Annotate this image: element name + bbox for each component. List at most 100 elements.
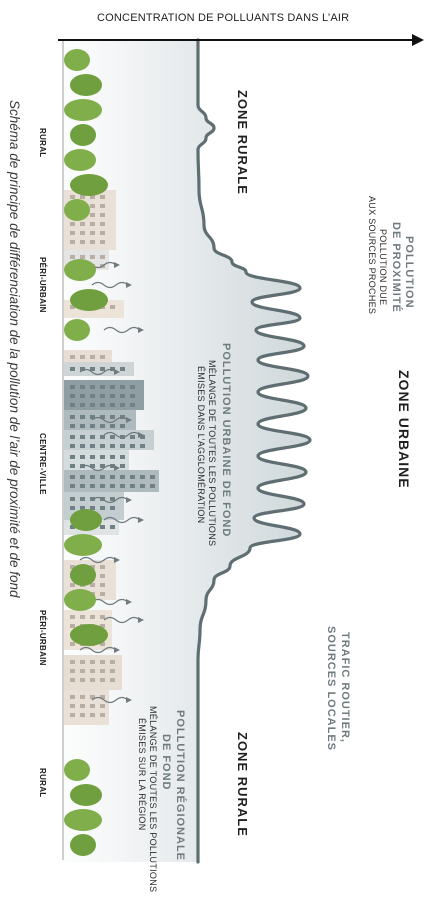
building-window — [90, 565, 95, 569]
building-window — [100, 444, 105, 448]
building-window — [110, 506, 115, 510]
emission-arrowhead — [114, 647, 120, 653]
building-window — [130, 385, 135, 389]
concentration-axis-arrowhead — [412, 34, 424, 46]
building-window — [120, 444, 125, 448]
building-window — [90, 455, 95, 459]
building-window — [110, 444, 115, 448]
building-window — [90, 678, 95, 682]
building-window — [100, 525, 105, 529]
building-window — [90, 444, 95, 448]
building-window — [80, 678, 85, 682]
tree — [64, 589, 96, 611]
emission-arrowhead — [114, 557, 120, 563]
area-label-centre: CENTRE-VILLE — [38, 433, 47, 495]
building-window — [70, 704, 75, 708]
emission-arrowhead — [138, 517, 144, 523]
building-window — [100, 484, 105, 488]
tree — [64, 759, 90, 781]
building-window — [100, 222, 105, 226]
building-window — [100, 394, 105, 398]
emission-arrow — [79, 368, 117, 376]
building-window — [100, 592, 105, 596]
building-window — [130, 403, 135, 407]
axis-label: CONCENTRATION DE POLLUANTS DANS L’AIR — [97, 12, 350, 24]
building-window — [100, 713, 105, 717]
emission-arrowhead — [126, 417, 132, 423]
building-window — [70, 455, 75, 459]
building-window — [110, 484, 115, 488]
building-window — [70, 497, 75, 501]
building-window — [130, 394, 135, 398]
emission-arrow — [91, 496, 129, 504]
building-window — [120, 424, 125, 428]
regional-title-line-1: POLLUTION RÉGIONALE — [174, 710, 186, 861]
building-window — [80, 669, 85, 673]
building-window — [70, 669, 75, 673]
building-window — [80, 415, 85, 419]
building-window — [80, 222, 85, 226]
urban-background-title: POLLUTION URBAINE DE FOND — [220, 343, 232, 538]
building-window — [90, 255, 95, 259]
building-window — [90, 506, 95, 510]
tree — [70, 834, 96, 856]
building-window — [150, 475, 155, 479]
tree — [64, 259, 96, 281]
building-window — [90, 695, 95, 699]
tree — [64, 199, 90, 221]
tree — [70, 784, 102, 806]
building-window — [110, 415, 115, 419]
building-window — [100, 464, 105, 468]
emissions-group — [79, 261, 144, 704]
building-window — [90, 403, 95, 407]
emission-arrowhead — [138, 617, 144, 623]
building-window — [100, 385, 105, 389]
building-window — [80, 240, 85, 244]
emission-arrow — [91, 598, 129, 606]
building-window — [90, 660, 95, 664]
proximity-title-line-1: POLLUTION — [403, 236, 415, 309]
building-window — [110, 660, 115, 664]
emission-arrow — [103, 431, 141, 439]
building-window — [100, 455, 105, 459]
urban-background-desc-line-1: MÉLANGE DE TOUTES LES POLLUTIONS — [207, 360, 217, 547]
building-window — [90, 231, 95, 235]
building-window — [70, 713, 75, 717]
building-window — [100, 660, 105, 664]
building-window — [80, 484, 85, 488]
emission-arrowhead — [126, 697, 132, 703]
emission-arrow — [103, 326, 141, 334]
building-window — [100, 403, 105, 407]
building-window — [110, 424, 115, 428]
traffic-line-2: SOURCES LOCALES — [325, 626, 337, 752]
building-window — [80, 506, 85, 510]
tree — [70, 174, 108, 196]
building-window — [80, 444, 85, 448]
building-window — [100, 195, 105, 199]
emission-arrow — [79, 556, 117, 564]
building-window — [70, 642, 75, 646]
tree — [70, 289, 108, 311]
building-window — [100, 695, 105, 699]
building-window — [70, 506, 75, 510]
building-window — [100, 240, 105, 244]
building-window — [100, 415, 105, 419]
diagram-caption: Schéma de principe de différenciation de… — [7, 100, 22, 598]
building-window — [70, 525, 75, 529]
building-window — [100, 615, 105, 619]
building-window — [90, 713, 95, 717]
building-window — [110, 394, 115, 398]
building-window — [70, 195, 75, 199]
emission-arrow — [91, 696, 129, 704]
building-window — [120, 464, 125, 468]
tree — [64, 99, 102, 121]
building-window — [120, 394, 125, 398]
building-window — [90, 240, 95, 244]
building-window — [110, 403, 115, 407]
building-window — [90, 385, 95, 389]
proximity-desc-line-1: POLLUTION DUE — [378, 229, 388, 306]
area-label-rural-top: RURAL — [38, 128, 47, 158]
building-window — [130, 475, 135, 479]
